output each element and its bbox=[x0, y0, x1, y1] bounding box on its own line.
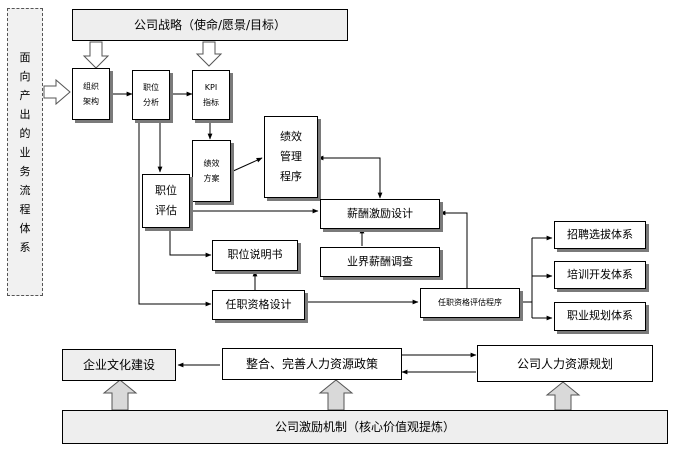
qualification-eval-box: 任职资格评估程序 bbox=[420, 288, 520, 318]
culture-box: 企业文化建设 bbox=[62, 349, 176, 381]
job-description-box: 职位说明书 bbox=[212, 240, 298, 271]
block-arrow-strategy-to-org bbox=[82, 41, 110, 69]
sidebar-char: 面 bbox=[19, 50, 31, 64]
hr-policy-label: 整合、完善人力资源政策 bbox=[245, 357, 378, 371]
sidebar-label: 面 向 产 出 的 业 务 流 程 体 系 bbox=[7, 8, 43, 296]
training-label: 培训开发体系 bbox=[567, 267, 633, 281]
block-arrow-sidebar-to-org bbox=[43, 78, 71, 106]
salary-survey-box: 业界薪酬调查 bbox=[320, 247, 440, 277]
sidebar-char: 程 bbox=[19, 202, 31, 216]
position-analysis-label: 职位 分析 bbox=[143, 82, 159, 107]
hr-planning-label: 公司人力资源规划 bbox=[516, 356, 613, 371]
link-mgmt-comp bbox=[317, 155, 383, 199]
culture-label: 企业文化建设 bbox=[82, 358, 155, 372]
recruit-label: 招聘选拔体系 bbox=[567, 227, 633, 241]
link-analysis-to-qual bbox=[138, 120, 212, 307]
career-box: 职业规划体系 bbox=[554, 302, 646, 331]
recruit-box: 招聘选拔体系 bbox=[554, 221, 646, 249]
salary-survey-label: 业界薪酬调查 bbox=[347, 254, 413, 268]
sidebar-char: 体 bbox=[19, 221, 31, 235]
career-label: 职业规划体系 bbox=[567, 309, 633, 323]
link-evalproc-to-comp bbox=[439, 210, 468, 288]
perf-mgmt-box: 绩效 管理 程序 bbox=[264, 116, 318, 198]
qualification-design-box: 任职资格设计 bbox=[212, 290, 305, 320]
sidebar-char: 出 bbox=[19, 107, 31, 121]
incentive-box: 公司激励机制（核心价值观提炼） bbox=[62, 410, 668, 444]
kpi-label: KPI 指标 bbox=[203, 82, 219, 107]
sidebar-char: 向 bbox=[19, 69, 31, 83]
sidebar-char: 产 bbox=[19, 88, 31, 102]
position-eval-label: 职位 评估 bbox=[155, 184, 177, 217]
strategy-box: 公司战略（使命/愿景/目标） bbox=[72, 9, 348, 41]
compensation-design-box: 薪酬激励设计 bbox=[320, 199, 440, 229]
sidebar-char: 的 bbox=[19, 126, 31, 140]
block-arrow-strategy-to-kpi bbox=[195, 41, 223, 67]
hr-policy-box: 整合、完善人力资源政策 bbox=[222, 348, 402, 380]
perf-plan-box: 绩效 方案 bbox=[192, 140, 231, 202]
org-structure-box: 组织 架构 bbox=[72, 68, 110, 120]
kpi-box: KPI 指标 bbox=[192, 70, 230, 120]
hr-planning-box: 公司人力资源规划 bbox=[477, 345, 653, 382]
sidebar-char: 务 bbox=[19, 164, 31, 178]
block-arrow-incentive-to-policy bbox=[318, 379, 354, 411]
qualification-eval-label: 任职资格评估程序 bbox=[438, 298, 502, 308]
perf-mgmt-label: 绩效 管理 程序 bbox=[280, 130, 302, 183]
position-analysis-box: 职位 分析 bbox=[132, 70, 170, 120]
sidebar-char: 系 bbox=[19, 240, 31, 254]
sidebar-char: 流 bbox=[19, 183, 31, 197]
incentive-label: 公司激励机制（核心价值观提炼） bbox=[274, 420, 455, 434]
job-description-label: 职位说明书 bbox=[227, 248, 283, 262]
sidebar-char: 业 bbox=[19, 145, 31, 159]
link-eval-to-jd bbox=[169, 228, 212, 258]
strategy-label: 公司战略（使命/愿景/目标） bbox=[133, 18, 287, 32]
perf-plan-label: 绩效 方案 bbox=[203, 158, 220, 183]
position-eval-box: 职位 评估 bbox=[142, 174, 190, 228]
training-box: 培训开发体系 bbox=[554, 261, 646, 289]
qualification-design-label: 任职资格设计 bbox=[225, 297, 292, 311]
link-plan-to-mgmt bbox=[230, 157, 263, 173]
block-arrow-incentive-to-culture bbox=[102, 379, 138, 411]
block-arrow-incentive-to-planning bbox=[545, 381, 581, 411]
compensation-design-label: 薪酬激励设计 bbox=[347, 206, 413, 220]
org-structure-label: 组织 架构 bbox=[83, 81, 99, 106]
